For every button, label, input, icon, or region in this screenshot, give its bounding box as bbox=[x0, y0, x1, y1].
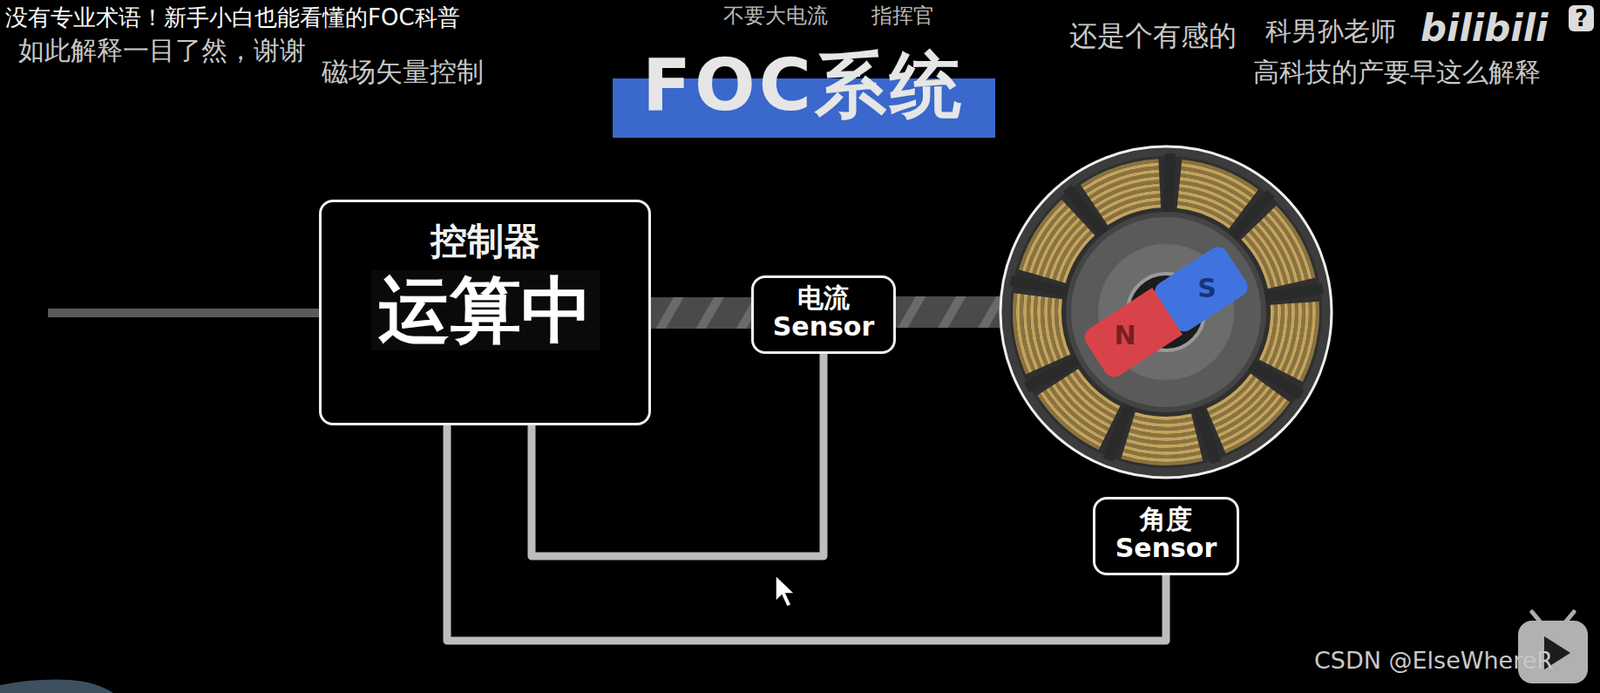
power-bar bbox=[650, 297, 752, 329]
stator-tooth bbox=[1168, 153, 1171, 215]
stator-tooth bbox=[1230, 193, 1271, 239]
corner-blob bbox=[0, 679, 114, 693]
stator-tooth bbox=[1010, 280, 1072, 293]
diagram-title: FOC系统 bbox=[642, 38, 965, 135]
node-text: 运算中 bbox=[371, 270, 600, 351]
current-sensor-box: 电流 Sensor bbox=[751, 275, 896, 354]
stator-tooth bbox=[1107, 402, 1131, 460]
stator-tooth bbox=[1026, 358, 1081, 387]
motor-illustration bbox=[997, 143, 1335, 481]
danmaku-comment: 还是个有感的 bbox=[1069, 17, 1237, 56]
coil-winding bbox=[1007, 153, 1326, 472]
stator-tooth bbox=[1262, 288, 1323, 298]
mouse-cursor bbox=[775, 575, 795, 607]
watermark: CSDN @ElseWhereR bbox=[1314, 646, 1553, 674]
uploader-name: 科男孙老师 bbox=[1265, 13, 1397, 50]
node-text: 控制器 bbox=[430, 217, 541, 265]
magnet-north-fill bbox=[1143, 287, 1183, 340]
signal-wire bbox=[447, 425, 1167, 641]
pole-letter: S bbox=[1197, 272, 1217, 304]
danmaku-comment: 如此解释一目了然，谢谢 bbox=[18, 33, 306, 69]
power-bar bbox=[895, 296, 1000, 328]
stator-tooth bbox=[1197, 404, 1217, 462]
stator-tooth bbox=[1067, 188, 1106, 237]
pole-letter: N bbox=[1113, 319, 1136, 351]
rotor-ring bbox=[1068, 214, 1264, 410]
stator-tooth bbox=[1249, 363, 1302, 396]
controller-box: 控制器运算中 bbox=[318, 199, 651, 426]
danmaku-comment: 高科技的产要早这么解释 bbox=[1253, 54, 1541, 91]
node-text: 角度 Sensor bbox=[1113, 504, 1219, 563]
motor-housing bbox=[1000, 146, 1332, 478]
angle-sensor-box: 角度 Sensor bbox=[1092, 496, 1240, 576]
danmaku-comment: 指挥官 bbox=[871, 1, 935, 30]
input-wire bbox=[47, 308, 319, 318]
danmaku-comment: 不要大电流 bbox=[723, 1, 828, 30]
help-icon: ? bbox=[1568, 5, 1594, 32]
bilibili-logo: bilibili bbox=[1420, 6, 1549, 50]
video-title: 没有专业术语！新手小白也能看懂的FOC科普 bbox=[5, 2, 461, 34]
bar-magnet bbox=[1080, 243, 1252, 381]
coil-winding bbox=[1003, 149, 1329, 475]
danmaku-comment: 磁场矢量控制 bbox=[321, 54, 484, 91]
node-text: 电流 Sensor bbox=[771, 283, 876, 341]
motor: NS bbox=[997, 143, 1335, 481]
coil-winding bbox=[999, 145, 1333, 479]
